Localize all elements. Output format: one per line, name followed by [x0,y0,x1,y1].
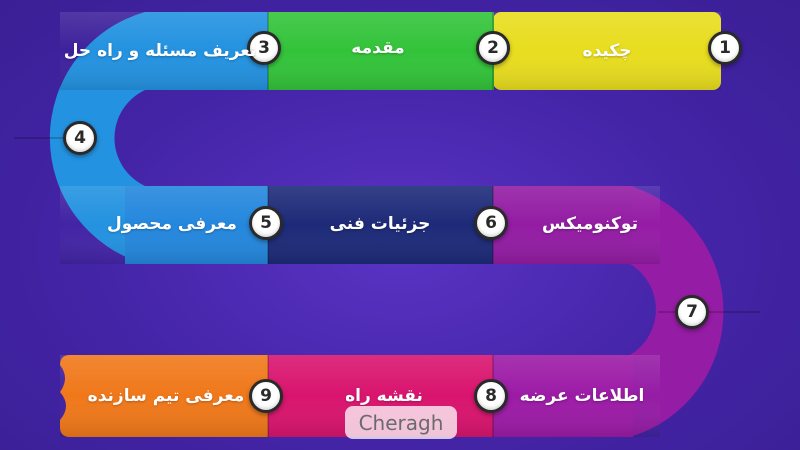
step-badge-6: 6 [474,206,508,240]
step-badge-7: 7 [675,295,709,329]
step-badge-2: 2 [476,31,510,65]
step-label-6: جزئیات فنی [329,214,431,234]
step-badge-8: 8 [474,379,508,413]
step-label-9b: نقشه راه [345,386,423,406]
step-badge-1: 1 [708,31,742,65]
step-label-7: توکنومیکس [542,214,638,234]
step-label-2: مقدمه [351,38,405,58]
step-badge-3: 3 [247,31,281,65]
step-badge-5: 5 [249,206,283,240]
step-label-1: چکیده [582,41,632,61]
step-label-8: اطلاعات عرضه [519,386,645,406]
step-badge-9: 9 [249,379,283,413]
watermark-logo: Cheragh [345,406,457,439]
step-label-3: تعریف مسئله و راه حل [63,41,257,61]
step-label-5: معرفی محصول [107,214,237,234]
step-badge-4: 4 [63,121,97,155]
step-label-9: معرفی تیم سازنده [87,386,245,406]
